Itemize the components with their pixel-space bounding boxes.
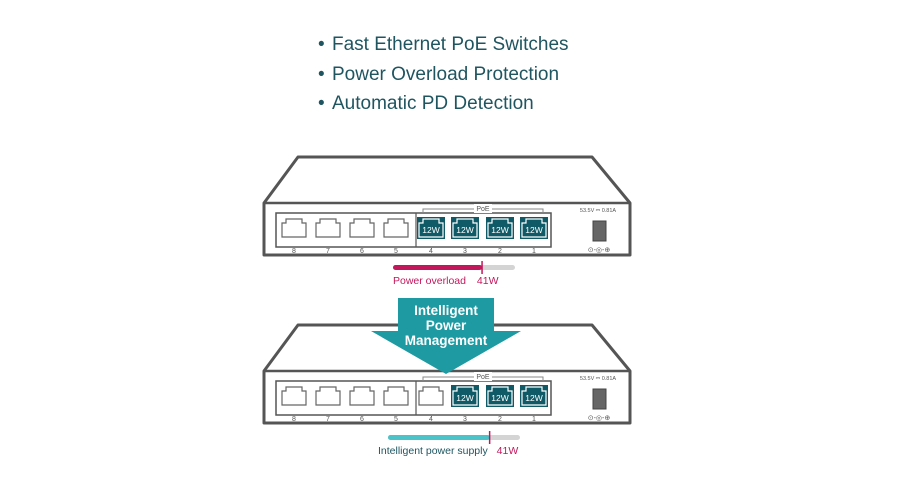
port-number: 5 xyxy=(394,248,398,255)
feature-item: •Fast Ethernet PoE Switches xyxy=(318,34,569,55)
poe-label: PoE xyxy=(476,206,490,213)
ethernet-port xyxy=(281,386,307,406)
dc-power-jack xyxy=(592,388,607,410)
power-spec-label: 53.5V ⎓ 0.81A xyxy=(580,208,617,214)
port-watt-label: 12W xyxy=(422,225,439,235)
port-number: 8 xyxy=(292,248,296,255)
port-number: 3 xyxy=(463,248,467,255)
supply-bar-fill xyxy=(388,435,490,440)
port-outline xyxy=(349,218,375,238)
overload-label: Power overload xyxy=(393,275,466,287)
ethernet-port xyxy=(315,386,341,406)
poe-port-active xyxy=(486,217,514,239)
ethernet-port xyxy=(281,218,307,238)
feature-item: •Automatic PD Detection xyxy=(318,93,534,114)
port-number: 6 xyxy=(360,416,364,423)
supply-bar-caption: Intelligent power supply 41W xyxy=(378,445,518,457)
port-outline xyxy=(281,218,307,238)
overload-value: 41W xyxy=(476,275,499,287)
port-outline xyxy=(315,218,341,238)
port-watt-label: 12W xyxy=(491,393,508,403)
ethernet-port xyxy=(349,386,375,406)
poe-label-bg xyxy=(474,204,492,213)
port-watt-label: 12W xyxy=(456,225,473,235)
port-outline xyxy=(418,386,444,406)
port-watt-label: 12W xyxy=(525,225,542,235)
port-outline xyxy=(418,218,444,238)
poe-port-active xyxy=(417,217,445,239)
ethernet-port xyxy=(418,386,444,406)
switch-bottom: PoE 8 7 6 5 4 12W 3 12W 2 12W 1 53.5V ⎓ 0.81A ⊙-◎-⊕ xyxy=(262,323,632,425)
arrow-text-line2: Power xyxy=(426,318,467,333)
supply-value: 41W xyxy=(496,445,519,457)
arrow-text-line1: Intelligent xyxy=(414,303,478,318)
feature-item: •Power Overload Protection xyxy=(318,63,560,85)
supply-label: Intelligent power supply xyxy=(378,445,488,457)
port-number: 4 xyxy=(429,248,433,255)
arrow-text-line3: Management xyxy=(405,333,488,348)
ethernet-port xyxy=(383,386,409,406)
port-number: 8 xyxy=(292,416,296,423)
port-outline xyxy=(521,218,547,238)
port-outline xyxy=(315,386,341,406)
arrow-shape xyxy=(371,298,521,374)
overload-bar-caption: Power overload 41W xyxy=(393,275,498,287)
port-number: 2 xyxy=(498,248,502,255)
port-watt-label: 12W xyxy=(525,393,542,403)
port-number: 2 xyxy=(498,416,502,423)
port-outline xyxy=(521,386,547,406)
dc-power-jack xyxy=(592,220,607,242)
dc-polarity-symbol: ⊙-◎-⊕ xyxy=(588,415,611,422)
port-number: 7 xyxy=(326,416,330,423)
port-watt-label: 12W xyxy=(491,225,508,235)
ethernet-port xyxy=(383,218,409,238)
power-spec-label: 53.5V ⎓ 0.81A xyxy=(580,376,617,382)
supply-bar xyxy=(388,431,520,444)
port-number: 7 xyxy=(326,248,330,255)
port-outline xyxy=(383,386,409,406)
feature-text: Fast Ethernet PoE Switches xyxy=(332,34,569,55)
port-number: 5 xyxy=(394,416,398,423)
port-number: 3 xyxy=(463,416,467,423)
poe-port-active xyxy=(486,385,514,407)
port-number: 1 xyxy=(532,416,536,423)
port-outline xyxy=(281,386,307,406)
port-outline xyxy=(349,386,375,406)
poe-port-active xyxy=(520,385,548,407)
poe-label: PoE xyxy=(476,374,490,381)
ethernet-port xyxy=(315,218,341,238)
port-watt-label: 12W xyxy=(456,393,473,403)
intelligent-power-arrow: Intelligent Power Management xyxy=(371,298,521,374)
port-number: 4 xyxy=(429,416,433,423)
dc-polarity-symbol: ⊙-◎-⊕ xyxy=(588,247,611,254)
poe-port-active xyxy=(451,217,479,239)
port-number: 6 xyxy=(360,248,364,255)
feature-text: Power Overload Protection xyxy=(332,63,560,85)
port-outline xyxy=(487,386,513,406)
overload-bar-fill xyxy=(393,265,483,270)
port-outline xyxy=(452,218,478,238)
ethernet-port xyxy=(349,218,375,238)
poe-port-active xyxy=(451,385,479,407)
poe-label-bg xyxy=(474,372,492,381)
overload-bar xyxy=(393,261,515,274)
switch-top: PoE 8 7 6 5 12W 4 12W 3 12W 2 12W 1 53.5V ⎓ 0.81A ⊙-◎-… xyxy=(262,155,632,257)
port-number: 1 xyxy=(532,248,536,255)
feature-text: Automatic PD Detection xyxy=(332,93,534,114)
port-outline xyxy=(383,218,409,238)
poe-port-active xyxy=(520,217,548,239)
port-outline xyxy=(452,386,478,406)
feature-list: •Fast Ethernet PoE Switches •Power Overl… xyxy=(318,30,569,119)
port-outline xyxy=(487,218,513,238)
